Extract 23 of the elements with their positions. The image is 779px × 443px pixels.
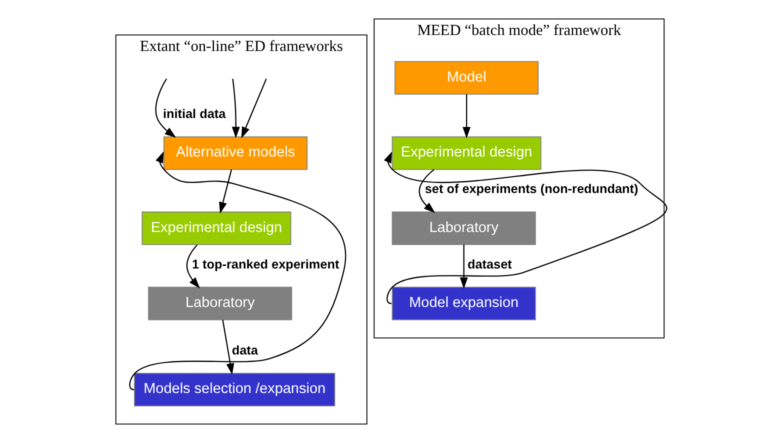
arrow xyxy=(418,169,435,214)
node-box: Models selection /expansion xyxy=(134,372,335,406)
arrow xyxy=(240,78,266,138)
node-box: Model expansion xyxy=(391,286,536,320)
node-box: Laboratory xyxy=(391,212,536,246)
arrow xyxy=(222,320,234,375)
edge-label: set of experiments (non-redundant) xyxy=(424,182,638,196)
edge-label: data xyxy=(231,343,258,358)
arrow xyxy=(462,94,470,138)
edge-label: initial data xyxy=(162,106,226,121)
node-box: Experimental design xyxy=(391,136,541,170)
arrow xyxy=(218,169,232,214)
node-box: Alternative models xyxy=(162,136,308,170)
edge-label: dataset xyxy=(466,257,512,272)
arrow xyxy=(154,78,176,138)
node-box: Experimental design xyxy=(141,212,291,246)
edge-label: 1 top-ranked experiment xyxy=(191,257,339,272)
node-box: Model xyxy=(394,61,538,95)
arrow xyxy=(459,244,468,289)
arrow xyxy=(186,244,200,289)
arrow xyxy=(231,78,240,138)
node-box: Laboratory xyxy=(148,286,292,320)
arrow xyxy=(383,151,666,304)
